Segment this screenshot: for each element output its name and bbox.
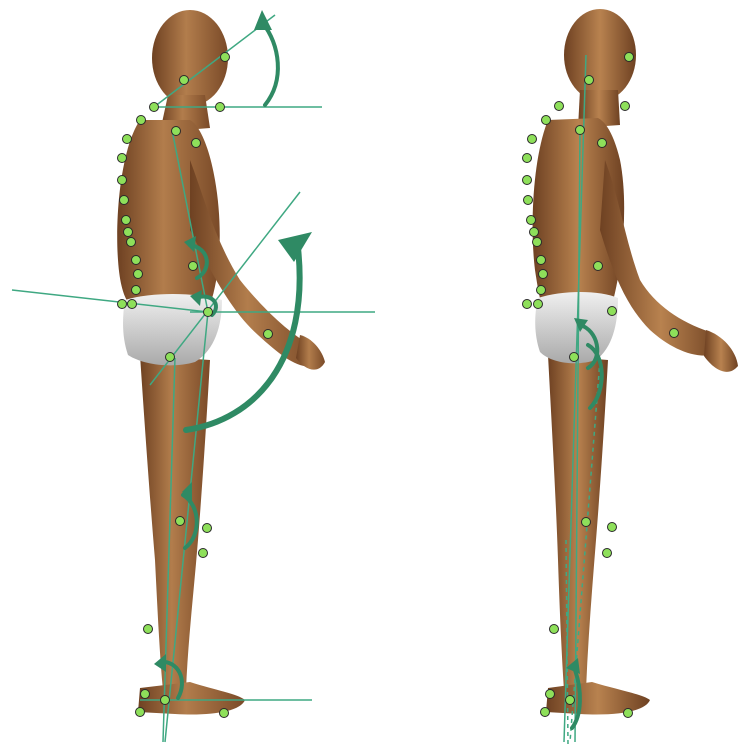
landmark-dot-icon <box>124 228 133 237</box>
landmark-dot-icon <box>118 300 127 309</box>
landmark-dot-icon <box>166 353 175 362</box>
landmark-dot-icon <box>199 549 208 558</box>
landmark-dot-icon <box>136 708 145 717</box>
landmark-dot-icon <box>621 102 630 111</box>
landmark-dot-icon <box>523 300 532 309</box>
landmark-dot-icon <box>523 176 532 185</box>
landmark-dot-icon <box>264 330 273 339</box>
landmark-dot-icon <box>624 709 633 718</box>
landmark-dot-icon <box>603 549 612 558</box>
landmark-dot-icon <box>122 216 131 225</box>
landmark-dot-icon <box>598 139 607 148</box>
landmark-dot-icon <box>528 135 537 144</box>
landmark-dot-icon <box>608 523 617 532</box>
landmark-dot-icon <box>537 286 546 295</box>
right-figure <box>523 9 739 745</box>
landmark-dot-icon <box>176 517 185 526</box>
landmark-dot-icon <box>608 307 617 316</box>
landmark-dot-icon <box>539 270 548 279</box>
landmark-dot-icon <box>132 256 141 265</box>
landmark-dot-icon <box>141 690 150 699</box>
landmark-dot-icon <box>132 286 141 295</box>
left-figure <box>12 10 375 742</box>
landmark-dot-icon <box>127 238 136 247</box>
landmark-dot-icon <box>150 103 159 112</box>
landmark-dot-icon <box>542 116 551 125</box>
landmark-dot-icon <box>180 76 189 85</box>
landmark-dot-icon <box>576 126 585 135</box>
landmark-dot-icon <box>670 329 679 338</box>
landmark-dot-icon <box>533 238 542 247</box>
landmark-dot-icon <box>527 216 536 225</box>
landmark-dot-icon <box>546 690 555 699</box>
landmark-dot-icon <box>134 270 143 279</box>
landmark-dot-icon <box>541 708 550 717</box>
landmark-dot-icon <box>192 139 201 148</box>
landmark-dot-icon <box>566 696 575 705</box>
landmark-dot-icon <box>118 154 127 163</box>
landmark-dot-icon <box>120 196 129 205</box>
ankle-arrow-head <box>154 654 166 672</box>
landmark-dot-icon <box>523 154 532 163</box>
landmark-dot-icon <box>161 696 170 705</box>
landmark-dot-icon <box>582 518 591 527</box>
landmark-dot-icon <box>524 196 533 205</box>
landmark-dot-icon <box>585 76 594 85</box>
landmark-dot-icon <box>172 127 181 136</box>
landmark-dot-icon <box>550 625 559 634</box>
landmark-dot-icon <box>221 53 230 62</box>
landmark-dot-icon <box>594 262 603 271</box>
landmark-dot-icon <box>128 300 137 309</box>
landmark-dot-icon <box>534 300 543 309</box>
landmark-dot-icon <box>625 53 634 62</box>
landmark-dot-icon <box>144 625 153 634</box>
pelvis-arrow-head <box>278 232 312 262</box>
landmark-dot-icon <box>204 308 213 317</box>
landmark-dot-icon <box>555 102 564 111</box>
landmark-dot-icon <box>118 176 127 185</box>
landmark-dot-icon <box>137 116 146 125</box>
landmark-dot-icon <box>216 103 225 112</box>
landmark-dot-icon <box>220 709 229 718</box>
landmark-dot-icon <box>570 353 579 362</box>
landmark-dot-icon <box>530 228 539 237</box>
head-rotation-arrow <box>262 22 278 105</box>
landmark-dot-icon <box>123 135 132 144</box>
landmark-dot-icon <box>189 262 198 271</box>
landmark-dot-icon <box>537 256 546 265</box>
landmark-dot-icon <box>203 524 212 533</box>
